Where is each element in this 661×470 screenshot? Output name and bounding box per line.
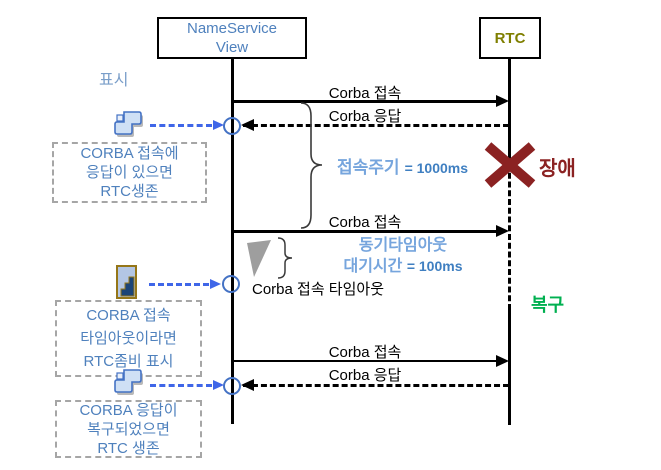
note2-line2: 타임아웃이라면: [80, 330, 177, 347]
message-connect3-arrowhead-icon: [496, 355, 509, 367]
message-connect3-line: [233, 360, 497, 362]
message-reply1-label: Corba 응답: [328, 108, 402, 125]
note1-line1: CORBA 접속에: [80, 145, 179, 162]
message-reply2-label: Corba 응답: [328, 367, 402, 384]
sync-timeout-line2: 대기시간 = 100ms: [328, 256, 478, 277]
sync-timeout-line1: 동기타임아웃: [358, 237, 448, 254]
message-connect2-arrowhead-icon: [496, 225, 509, 237]
lifeline-rtc-solid-bottom: [508, 310, 511, 425]
failure-label: 장애: [539, 158, 576, 180]
message-connect1-label: Corba 접속: [328, 85, 402, 102]
lifeline-rtc-dashed-failure: [508, 164, 511, 310]
actor-rtc: RTC: [479, 17, 541, 59]
message-connect2-line: [233, 230, 497, 233]
message-connect1-arrowhead-icon: [496, 95, 509, 107]
component-puzzle-icon-2: [111, 368, 145, 398]
lifeline-nameservice: [231, 57, 234, 424]
note3-line3: RTC 생존: [97, 439, 160, 457]
event-circle-reply2: [223, 377, 241, 395]
message-connect1-line: [233, 100, 497, 103]
cycle-label: 접속주기: [337, 158, 400, 177]
pointer-arrow-2-head-icon: [210, 279, 221, 289]
message-reply2-arrowhead-icon: [241, 379, 254, 391]
note-corba-response-alive: CORBA 접속에 응답이 있으면 RTC생존: [52, 142, 207, 203]
component-puzzle-icon: [111, 110, 145, 140]
actor-rtc-label: RTC: [494, 29, 526, 47]
message-connect2-label: Corba 접속: [328, 214, 402, 231]
sync-timeout-value: = 100ms: [406, 258, 463, 274]
note-corba-timeout-zombie: CORBA 접속 타임아웃이라면 RTC좀비 표시: [55, 300, 202, 377]
pointer-arrow-3-head-icon: [213, 380, 224, 390]
brace-sync-timeout-icon: [276, 237, 294, 279]
sync-timeout-annotation: 동기타임아웃 대기시간 = 100ms: [328, 235, 478, 277]
message-connect3-label: Corba 접속: [328, 344, 402, 361]
cycle-value: = 1000ms: [404, 160, 469, 176]
pointer-arrow-3: [150, 384, 212, 387]
display-label: 표시: [99, 72, 129, 89]
pointer-arrow-2: [149, 283, 209, 286]
note3-line1: CORBA 응답이: [79, 401, 178, 419]
sync-timeout-wait-label: 대기시간: [343, 258, 403, 275]
note-corba-recovered-alive: CORBA 응답이 복구되었으면 RTC 생존: [55, 400, 202, 458]
lifeline-rtc-solid-top: [508, 57, 511, 164]
brace-connection-cycle-icon: [297, 102, 325, 229]
failure-x-icon: [482, 141, 538, 189]
note2-line3: RTC좀비 표시: [83, 353, 174, 370]
note2-line1: CORBA 접속: [86, 307, 171, 324]
note1-line2: 응답이 있으면: [86, 164, 173, 181]
pointer-arrow-1: [150, 124, 212, 127]
note3-line2: 복구되었으면: [87, 420, 170, 438]
event-circle-reply1: [223, 117, 241, 135]
message-connect-timeout-label: Corba 접속 타임아웃: [252, 281, 384, 298]
timeout-triangle-icon: [246, 240, 272, 278]
recovery-label: 복구: [531, 295, 565, 315]
note1-line3: RTC생존: [100, 183, 159, 200]
actor-nameservice-view: NameService View: [157, 17, 307, 59]
zombie-window-icon: [116, 265, 138, 300]
actor-nameservice-label-line2: View: [215, 39, 249, 56]
message-reply1-arrowhead-icon: [241, 119, 254, 131]
pointer-arrow-1-head-icon: [213, 120, 224, 130]
cycle-annotation: 접속주기 = 1000ms: [337, 153, 468, 178]
actor-nameservice-label-line1: NameService: [186, 20, 278, 37]
message-reply2-line: [243, 384, 509, 387]
message-reply1-line: [243, 124, 509, 127]
event-circle-timeout: [222, 275, 240, 293]
